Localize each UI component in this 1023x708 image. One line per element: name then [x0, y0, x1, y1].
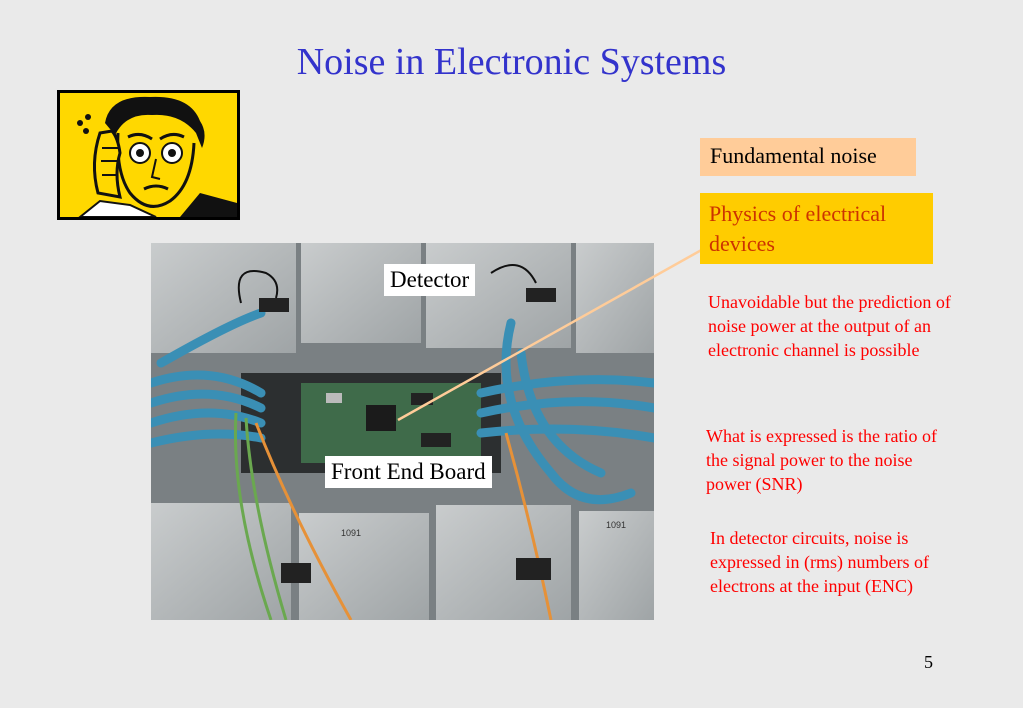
- slide-title: Noise in Electronic Systems: [296, 41, 727, 83]
- note-enc: In detector circuits, noise is expressed…: [710, 528, 929, 596]
- fundamental-noise-box: Fundamental noise: [700, 138, 916, 176]
- hardware-photo-illustration: 1091 1091: [151, 243, 654, 620]
- physics-devices-box: Physics of electrical devices: [700, 193, 933, 264]
- board-tag-left: 1091: [341, 528, 361, 538]
- board-tag-right: 1091: [606, 520, 626, 530]
- detector-label: Detector: [384, 264, 476, 296]
- worried-man-cartoon: [57, 90, 240, 220]
- worried-face-icon: [60, 93, 237, 217]
- note-snr: What is expressed is the ratio of the si…: [706, 426, 937, 494]
- note-unavoidable: Unavoidable but the prediction of noise …: [708, 292, 951, 360]
- page-number: 5: [924, 652, 933, 672]
- front-end-board-label: Front End Board: [325, 456, 492, 488]
- front-end-board-photo: 1091 1091: [151, 243, 654, 620]
